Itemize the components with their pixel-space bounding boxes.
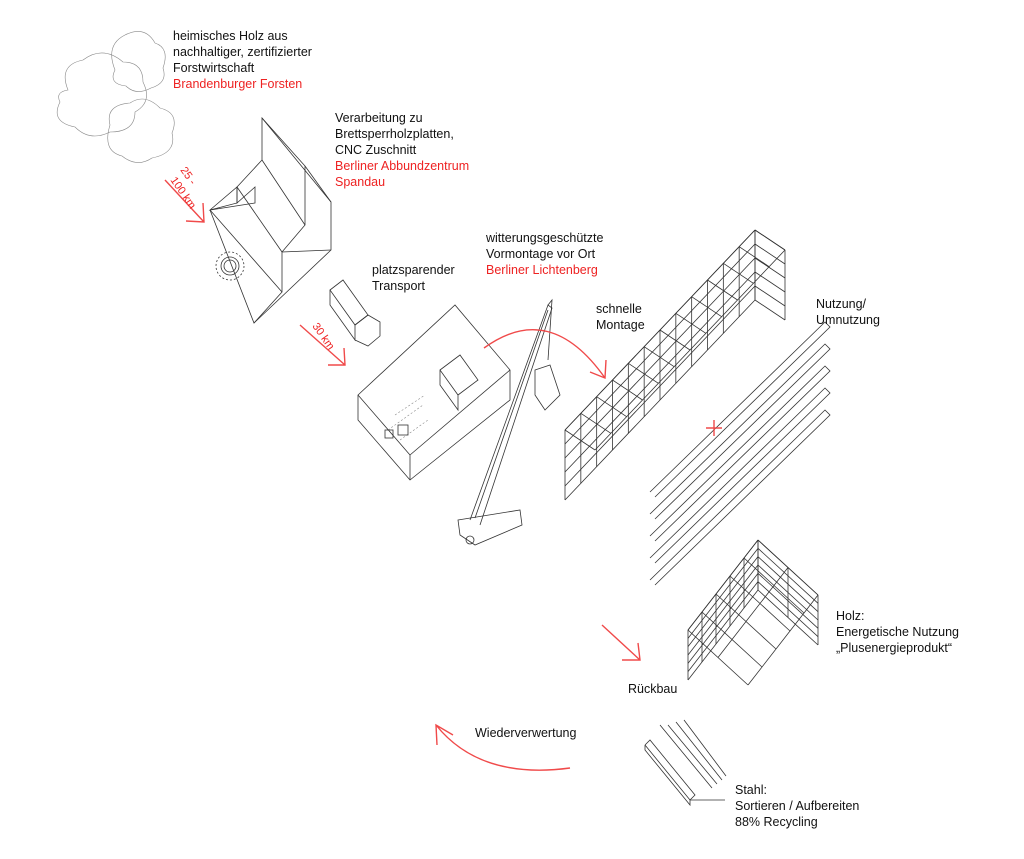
arrow-processing-to-site: 30 km (299, 321, 346, 366)
timber-stack-icon (687, 539, 819, 686)
steel-bars-icon (644, 719, 727, 807)
crane-icon (457, 298, 561, 546)
arrow-forest-to-processing: 25 - 100 km (164, 165, 205, 223)
assembly-hall-icon (357, 304, 511, 481)
truck-icon (329, 279, 381, 347)
modular-building-icon (564, 229, 786, 501)
label-reuse: Wiederverwertung (475, 726, 577, 740)
tree-icon (56, 31, 175, 163)
arrow-to-dismantle (601, 624, 641, 661)
arrow-reuse (435, 723, 571, 771)
plus-icon (706, 420, 722, 436)
steel-frame-icon (649, 321, 831, 586)
label-wood: Holz:Energetische Nutzung„Plusenergiepro… (836, 609, 959, 655)
arrow-to-montage (483, 329, 607, 380)
label-use: Nutzung/Umnutzung (816, 297, 880, 327)
label-dismantle: Rückbau (628, 682, 678, 696)
sawmill-block-icon (208, 116, 332, 324)
